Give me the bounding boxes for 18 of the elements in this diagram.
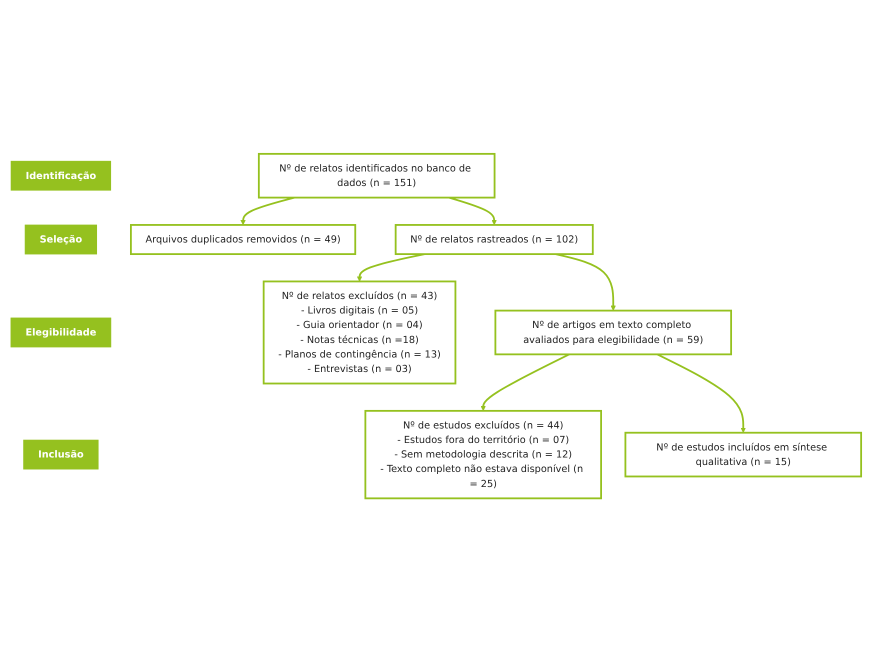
arrow: [480, 353, 570, 411]
node-box: [10, 317, 112, 348]
node-box: [10, 160, 112, 191]
arrow: [555, 253, 616, 311]
node-box: [130, 224, 356, 255]
arrow: [356, 253, 425, 282]
arrow: [240, 196, 295, 226]
node-box: [24, 224, 98, 254]
node-box: [364, 410, 602, 500]
arrow: [448, 196, 497, 226]
node-box: [23, 440, 99, 470]
arrow: [656, 353, 746, 433]
node-box: [258, 152, 496, 198]
node-box: [262, 280, 456, 384]
flow-diagram: Identificação Seleção Elegibilidade Inclusão Nº de relatos identificados no banco de dados (n = 151) Arquivos duplicados removidos (n = 49) Nº de relatos rastreados (n = 102) Nº de relatos excluídos (n = 43) - Livros digitais (n = 05) - Guia orientador (n = 04) - Notas técnicas (n =18) - Planos de contingência (n = 13) - Entrevistas (n = 03) Nº de artigos em texto completo avaliados para elegibilidade (n = 59) Nº de estudos excluídos (n = 44) - Estudos fora do território (n = 07) - Sem metodologia descrita (n = 12) - Texto completo não estava disponível (n = 25) Nº de estudos incluídos em síntese qualitativa (n = 15): [6, 148, 866, 504]
node-box: [394, 224, 594, 255]
node-box: [494, 310, 732, 356]
node-box: [624, 432, 862, 478]
